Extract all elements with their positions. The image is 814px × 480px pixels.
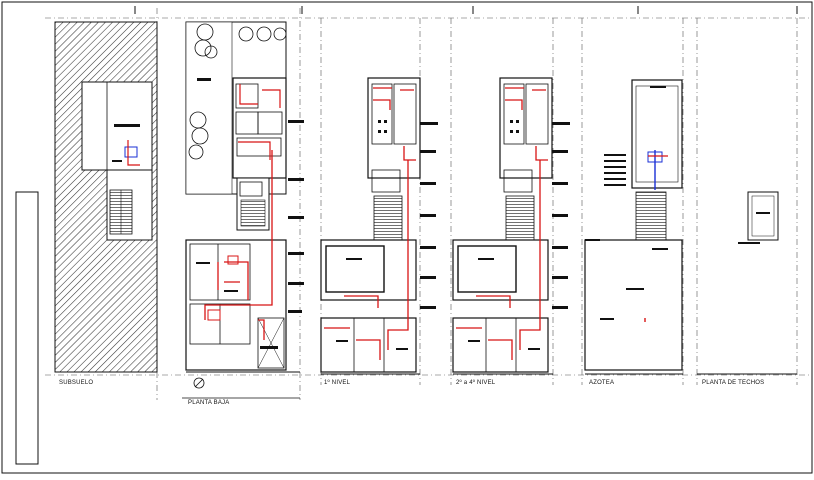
label-segundo-cuarto-nivel: 2º a 4º NIVEL xyxy=(456,380,496,386)
plan-subsuelo xyxy=(54,21,158,373)
label-primer-nivel: 1º NIVEL xyxy=(324,380,351,386)
plan-planta-techos xyxy=(697,191,797,375)
plan-segundo-cuarto-nivel xyxy=(452,77,570,375)
label-azotea: AZOTEA xyxy=(589,380,615,386)
label-subsuelo: SUBSUELO xyxy=(59,380,94,386)
plan-primer-nivel xyxy=(320,77,438,375)
plan-planta-baja xyxy=(182,21,304,399)
grid-lines xyxy=(45,8,812,400)
plan-azotea xyxy=(584,79,683,375)
label-planta-baja: PLANTA BAJA xyxy=(188,400,230,406)
title-block xyxy=(15,191,39,465)
grid-ticks xyxy=(134,6,798,14)
label-planta-techos: PLANTA DE TECHOS xyxy=(702,380,765,386)
north-arrow-icon xyxy=(193,377,205,389)
